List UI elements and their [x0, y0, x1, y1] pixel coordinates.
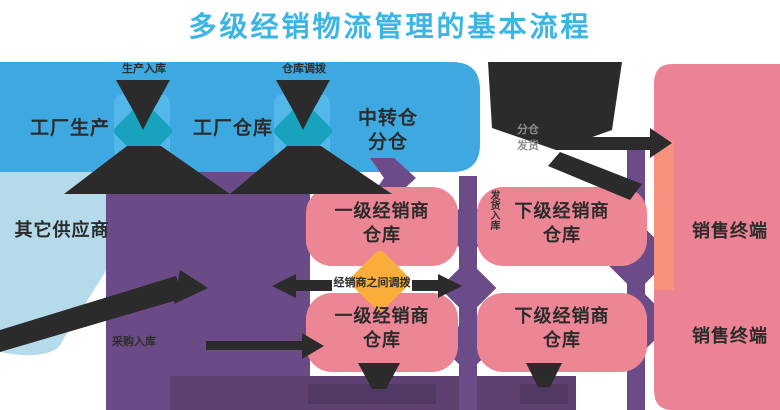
allocation-bar-right — [412, 280, 438, 291]
node-tier2-bottom-line2: 仓库 — [543, 330, 581, 350]
allocation-diamond — [349, 250, 411, 312]
tier2-warehouse-bottom-shape — [477, 293, 647, 372]
bottom-band-shade-2 — [520, 384, 568, 404]
purchase-arrow-shaft — [206, 341, 302, 350]
node-transfer-warehouse-line2: 分仓 — [367, 132, 408, 153]
node-tier1-bottom-line2: 仓库 — [363, 330, 401, 350]
node-tier2-bottom-line1: 下级经销商 — [514, 306, 610, 326]
flow-diamond-2 — [273, 101, 333, 161]
sales-terminal-column — [654, 64, 780, 410]
node-tier1-top-line1: 一级经销商 — [334, 201, 430, 221]
node-other-suppliers: 其它供应商 — [14, 220, 110, 240]
terminal-column-accent — [654, 140, 674, 290]
down-fan-2 — [230, 146, 392, 194]
purchase-arrow-head — [302, 333, 324, 359]
transfer-down-streak — [548, 152, 642, 200]
allocation-head-left — [272, 274, 296, 298]
tier1-warehouse-top-shape — [306, 187, 458, 266]
inbound-funnel-2 — [276, 80, 330, 130]
node-tier2-top-line1: 下级经销商 — [514, 201, 610, 221]
node-transfer-warehouse-line1: 中转仓 — [357, 108, 418, 129]
tier2-warehouse-top-shape — [477, 187, 647, 266]
down-fan-1 — [64, 146, 230, 194]
edge-ship-inbound: 发货入库 — [488, 190, 499, 230]
tier1-warehouse-bottom-shape — [306, 293, 458, 372]
flow-diamond-1 — [113, 101, 173, 161]
edge-purchase-inbound: 采购入库 — [112, 336, 156, 348]
supplier-arrow-shaft — [0, 276, 184, 352]
transfer-arrow-head — [650, 128, 672, 158]
allocation-head-right — [438, 274, 462, 298]
supplier-arrow-head — [174, 270, 208, 304]
return-funnel-1 — [358, 363, 400, 389]
transfer-arrow-shaft — [556, 137, 650, 150]
edge-dealer-transfer: 经销商之间调拨 — [333, 277, 411, 289]
other-suppliers-shape — [0, 172, 129, 356]
inbound-funnel-1 — [116, 80, 170, 130]
node-sales-terminal-top: 销售终端 — [692, 221, 768, 241]
node-factory-warehouse: 工厂仓库 — [192, 118, 273, 139]
allocation-bar-left — [294, 280, 332, 291]
transfer-out-mass — [488, 62, 622, 150]
node-tier1-top-line2: 仓库 — [363, 225, 401, 245]
return-funnel-2 — [526, 363, 562, 387]
node-sales-terminal-bottom: 销售终端 — [692, 326, 768, 346]
edge-branch-ship-line2: 发货 — [517, 140, 539, 152]
edge-branch-ship-line1: 分仓 — [517, 124, 539, 136]
node-tier1-bottom-line1: 一级经销商 — [334, 306, 430, 326]
node-tier2-top-line2: 仓库 — [543, 225, 581, 245]
bottom-band-shade-1 — [308, 384, 436, 404]
edge-production-inbound: 生产入库 — [122, 63, 166, 75]
node-factory-production: 工厂生产 — [29, 118, 110, 139]
page-title: 多级经销物流管理的基本流程 — [188, 11, 592, 42]
edge-warehouse-allocation: 仓库调拨 — [282, 63, 326, 75]
